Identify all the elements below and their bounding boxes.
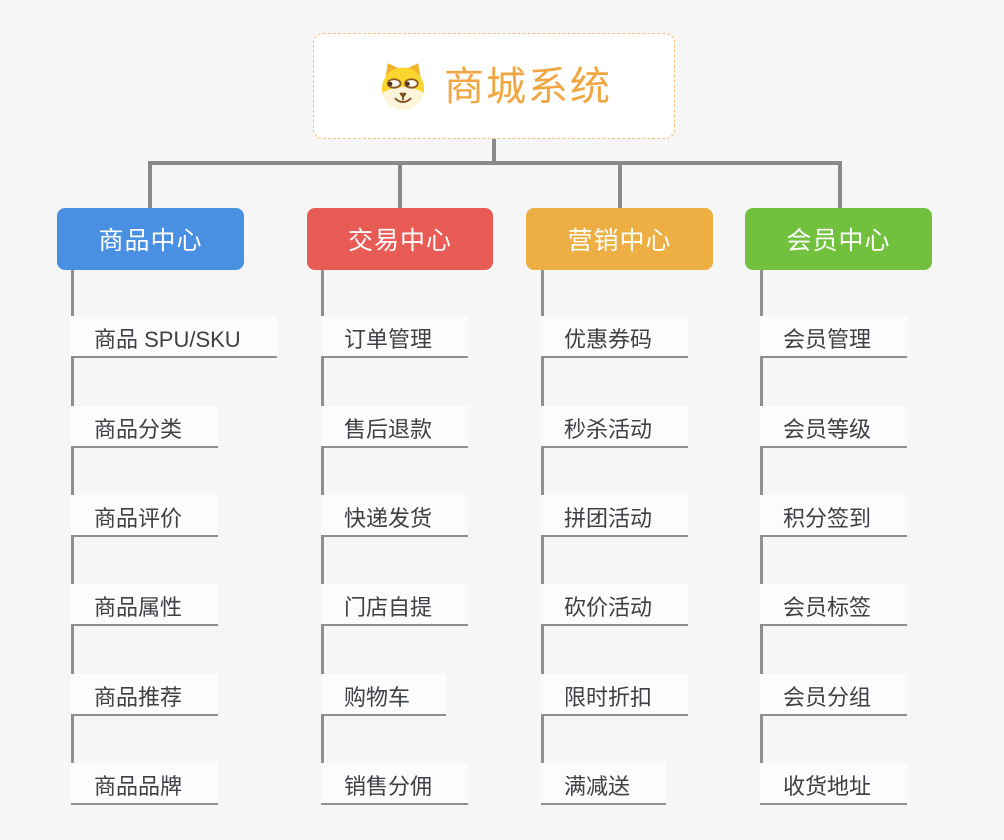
connector-branch-drop [148,161,152,210]
leaf-node[interactable]: 积分签到 [760,495,908,537]
connector-branch-drop [838,161,842,210]
branch-node-marketing-center[interactable]: 营销中心 [526,208,713,270]
leaf-node[interactable]: 商品 SPU/SKU [71,316,277,358]
leaf-node[interactable]: 订单管理 [321,316,469,358]
leaf-node[interactable]: 会员分组 [760,674,908,716]
leaf-node[interactable]: 商品分类 [71,406,219,448]
branch-node-member-center[interactable]: 会员中心 [745,208,932,270]
branch-label: 会员中心 [786,227,891,255]
leaf-node[interactable]: 优惠券码 [541,316,689,358]
leaf-node[interactable]: 会员等级 [760,406,908,448]
leaf-node[interactable]: 满减送 [541,763,667,805]
leaf-node[interactable]: 商品推荐 [71,674,219,716]
branch-node-trade-center[interactable]: 交易中心 [307,208,493,270]
leaf-node[interactable]: 销售分佣 [321,763,469,805]
leaf-node[interactable]: 商品品牌 [71,763,219,805]
connector-branch-drop [618,161,622,210]
leaf-node[interactable]: 快递发货 [321,495,469,537]
leaf-node[interactable]: 收货地址 [760,763,908,805]
leaf-node[interactable]: 拼团活动 [541,495,689,537]
root-node[interactable]: 商城系统 [313,33,675,139]
leaf-node[interactable]: 会员标签 [760,584,908,626]
leaf-node[interactable]: 商品评价 [71,495,219,537]
connector-trunk [148,161,842,165]
leaf-node[interactable]: 砍价活动 [541,584,689,626]
branch-label: 交易中心 [347,227,452,255]
leaf-node[interactable]: 购物车 [321,674,447,716]
leaf-node[interactable]: 秒杀活动 [541,406,689,448]
connector-root-drop [492,139,496,164]
leaf-node[interactable]: 商品属性 [71,584,219,626]
branch-node-product-center[interactable]: 商品中心 [57,208,244,270]
connector-branch-drop [398,161,402,210]
branch-label: 商品中心 [98,227,203,255]
branch-label: 营销中心 [567,227,672,255]
leaf-node[interactable]: 会员管理 [760,316,908,358]
leaf-node[interactable]: 门店自提 [321,584,469,626]
leaf-node[interactable]: 限时折扣 [541,674,689,716]
root-title: 商城系统 [444,65,612,109]
doge-face-icon [376,59,430,113]
leaf-node[interactable]: 售后退款 [321,406,469,448]
